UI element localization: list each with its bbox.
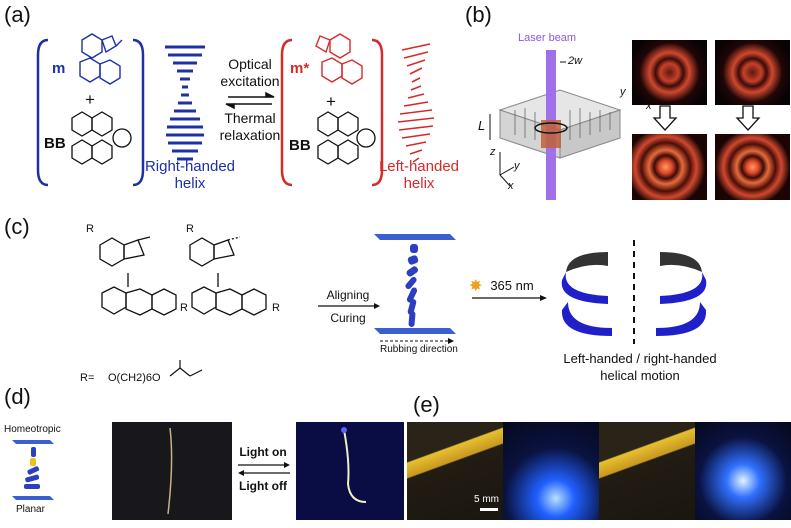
r-group-3: R [186, 223, 194, 235]
beam-image-top-left [632, 40, 707, 105]
helical-motion-label: Left-handed / right-handed helical motio… [563, 351, 717, 383]
homeotropic-planar-cell-icon [12, 440, 54, 500]
lc-cell-diagram [374, 234, 456, 344]
molecule-m-icon [79, 33, 123, 85]
laser-beam-label: Laser beam [518, 32, 577, 44]
strip-photo-1 [407, 422, 503, 520]
panel-a-label: (a) [4, 2, 31, 27]
right-handed-helix-icon [165, 45, 205, 161]
rotation-arrow-icon [534, 122, 568, 134]
axis-y-label: y [514, 160, 520, 172]
beam-image-top-right [715, 40, 790, 105]
right-handed-helix-label: Right-handed helix [144, 158, 236, 192]
panel-c-label: (c) [4, 214, 30, 239]
molecule-bb-icon [71, 111, 132, 165]
strip-photo-2 [503, 422, 599, 520]
strip-photo-4 [695, 422, 791, 520]
acrylate-group-icon [169, 360, 203, 377]
thermal-relaxation-label: Thermal relaxation [219, 110, 281, 143]
uv-arrow-icon [472, 295, 547, 301]
image-axis-y-label: y [620, 86, 626, 98]
r-definition-prefix: R= [80, 372, 95, 384]
beam-width-label: 2w [568, 55, 583, 67]
equilibrium-arrows-icon [225, 91, 275, 110]
strip-photo-3 [599, 422, 695, 520]
panel-c-molecules [99, 236, 267, 316]
left-handed-helix-label: Left-handed helix [378, 158, 460, 192]
uv-sun-icon: ✸ [469, 278, 483, 295]
r-definition: O(CH2)6O [108, 372, 161, 384]
uv-wavelength-label: 365 nm [490, 278, 534, 293]
r-group-2: R [180, 302, 188, 314]
left-handed-helix-icon [397, 43, 435, 163]
excited-region [541, 120, 561, 148]
plus-sign-right: + [326, 92, 336, 111]
fiber-photo-light-off [112, 422, 232, 520]
right-bracket-red [371, 38, 384, 187]
aligning-label: Aligning [326, 288, 370, 302]
right-bracket-blue [132, 38, 145, 187]
image-axis-x-label: x [646, 100, 652, 112]
axis-x-label: x [508, 180, 514, 192]
optical-excitation-label: Optical excitation [220, 56, 280, 89]
left-bracket-red [280, 38, 293, 187]
molecule-m-star-label: m* [290, 60, 310, 77]
panel-d-label: (d) [4, 384, 31, 409]
panel-a-diagram [36, 33, 435, 187]
curing-label: Curing [330, 311, 366, 325]
axis-z-label: z [490, 146, 496, 158]
helical-ribbons-icon [561, 240, 707, 344]
aligning-arrow-icon [318, 303, 380, 309]
scale-bar-label: 5 mm [474, 494, 499, 505]
rubbing-direction-label: Rubbing direction [380, 344, 458, 355]
molecule-bb-right-icon [317, 111, 376, 165]
panel-e-label: (e) [413, 392, 440, 417]
bb-label-left: BB [44, 135, 66, 152]
panel-b-setup-diagram [489, 50, 622, 200]
r-group-1: R [86, 223, 94, 235]
left-bracket-blue [36, 38, 49, 187]
fiber-photo-light-on [296, 422, 404, 520]
molecule-m-label: m [52, 60, 66, 77]
homeotropic-label: Homeotropic [4, 424, 61, 435]
beam-image-bottom-left [632, 134, 707, 200]
light-switch-arrows-icon [238, 462, 290, 476]
down-arrows-icon [652, 105, 761, 131]
length-label: L [478, 118, 486, 133]
bb-label-right: BB [289, 137, 311, 154]
light-on-label: Light on [239, 445, 287, 459]
panel-b-label: (b) [465, 2, 492, 27]
planar-label: Planar [16, 504, 45, 515]
plus-sign-left: + [85, 90, 95, 109]
scale-bar [480, 508, 498, 511]
r-group-4: R [272, 302, 280, 314]
light-off-label: Light off [239, 479, 287, 493]
molecule-m-star-icon [315, 33, 363, 85]
beam-image-bottom-right [715, 134, 790, 200]
